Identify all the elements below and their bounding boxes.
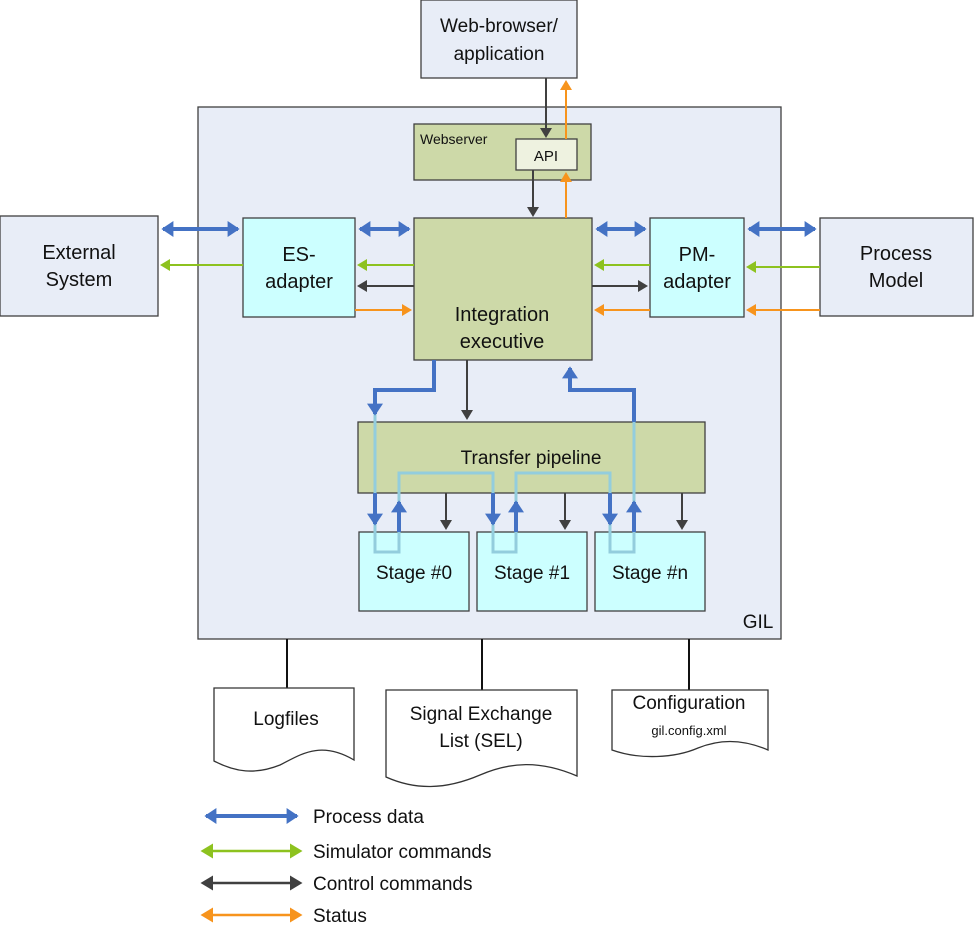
stage-n-label: Stage #n bbox=[612, 563, 688, 584]
browser-box bbox=[420, 0, 578, 79]
config-filename: gil.config.xml bbox=[651, 723, 726, 738]
logfiles-document bbox=[213, 687, 355, 772]
gil-label: GIL bbox=[743, 612, 774, 633]
logfiles-label: Logfiles bbox=[253, 709, 319, 730]
api-box bbox=[515, 138, 578, 171]
external-system-box bbox=[0, 215, 159, 317]
legend-process-data-label: Process data bbox=[313, 807, 424, 828]
stage-1-label: Stage #1 bbox=[494, 563, 570, 584]
config-document bbox=[611, 689, 769, 758]
browser-label: Web-browser/application bbox=[440, 16, 559, 65]
process-model-box bbox=[819, 217, 974, 317]
es-adapter-box bbox=[242, 217, 356, 318]
process-data-arrow bbox=[367, 360, 436, 416]
pipeline-stage-arrows bbox=[367, 493, 688, 532]
legend-simulator-label: Simulator commands bbox=[313, 842, 491, 863]
transfer-pipeline-box bbox=[357, 421, 706, 494]
stage-n-box bbox=[594, 531, 706, 612]
legend-control-label: Control commands bbox=[313, 874, 472, 895]
api-label: API bbox=[534, 148, 558, 165]
webserver-label: Webserver bbox=[420, 131, 488, 147]
data-stream-path bbox=[373, 400, 636, 554]
process-data-arrow bbox=[562, 366, 636, 422]
stage-1-box bbox=[476, 531, 588, 612]
stage-0-label: Stage #0 bbox=[376, 563, 452, 584]
transfer-pipeline-label: Transfer pipeline bbox=[461, 448, 602, 469]
legend-status-label: Status bbox=[313, 906, 367, 927]
es-adapter-label: ES-adapter bbox=[265, 244, 333, 293]
integration-executive-box bbox=[413, 217, 593, 361]
pm-adapter-box bbox=[649, 217, 745, 318]
stage-0-box bbox=[358, 531, 470, 612]
legend: Process data Simulator commands Control … bbox=[200, 807, 491, 927]
sel-document bbox=[385, 689, 578, 788]
config-label: Configuration bbox=[632, 693, 745, 714]
pm-adapter-label: PM-adapter bbox=[663, 244, 731, 293]
